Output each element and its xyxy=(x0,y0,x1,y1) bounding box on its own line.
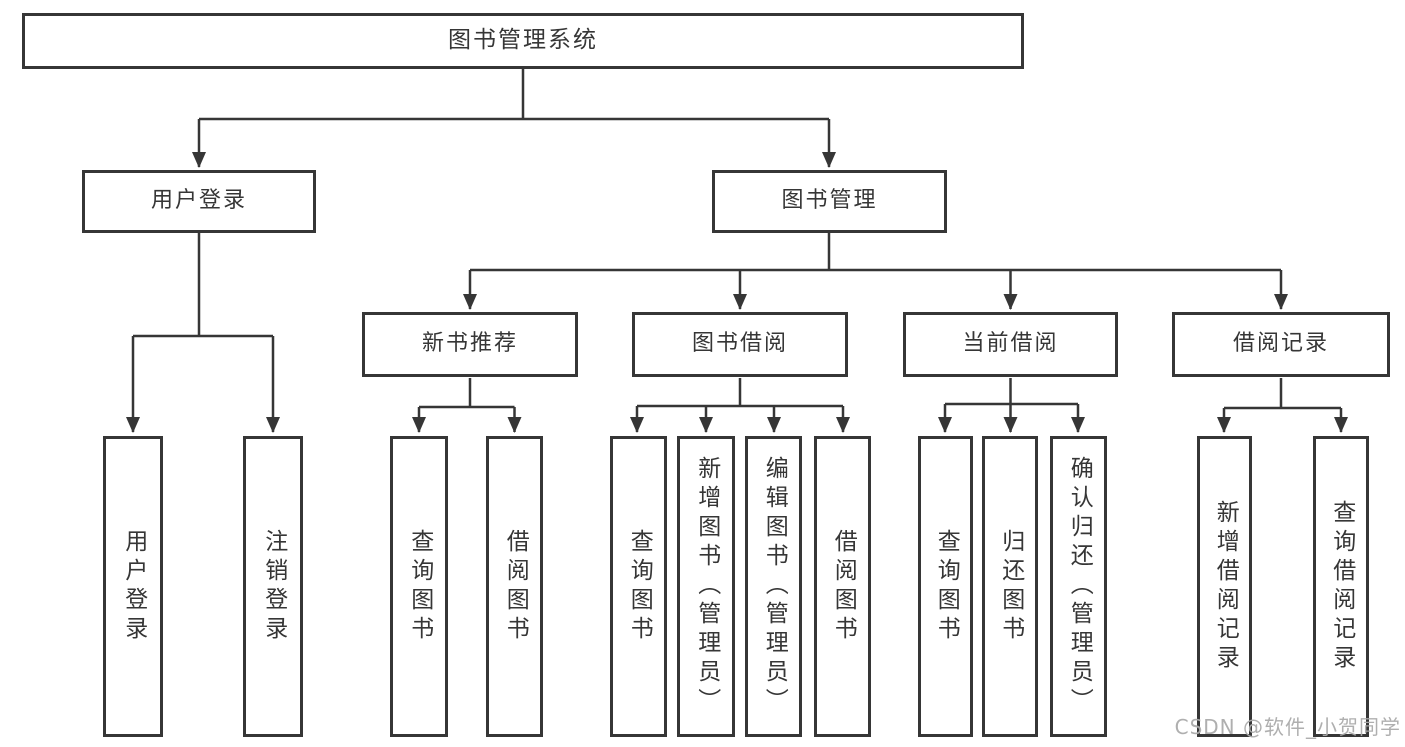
leaf-query-borrow-record: 查询借阅记录 xyxy=(1313,436,1369,737)
leaf-borrow-book: 借阅图书 xyxy=(814,436,871,737)
node-label: 编辑图书（管理员） xyxy=(761,456,788,717)
node-label: 新书推荐 xyxy=(421,331,518,357)
node-book-borrow: 图书借阅 xyxy=(632,312,848,377)
node-label: 新增借阅记录 xyxy=(1212,499,1239,674)
leaf-add-borrow-record: 新增借阅记录 xyxy=(1197,436,1252,737)
node-label: 查询图书 xyxy=(626,528,653,645)
csdn-watermark: CSDN @软件_小贺同学 xyxy=(1174,715,1401,739)
node-label: 查询借阅记录 xyxy=(1328,499,1355,674)
leaf-return-book: 归还图书 xyxy=(982,436,1038,737)
node-label: 图书管理系统 xyxy=(448,27,598,54)
node-label: 确认归还（管理员） xyxy=(1066,456,1093,717)
node-current-borrow: 当前借阅 xyxy=(903,312,1118,377)
node-label: 图书管理 xyxy=(781,188,878,214)
node-root-library-management-system: 图书管理系统 xyxy=(22,13,1024,69)
leaf-logout: 注销登录 xyxy=(243,436,303,737)
node-label: 查询图书 xyxy=(933,528,960,645)
node-new-book-recommend: 新书推荐 xyxy=(362,312,578,377)
node-label: 图书借阅 xyxy=(691,331,788,357)
node-label: 查询图书 xyxy=(406,528,433,645)
leaf-query-book-borrow: 查询图书 xyxy=(610,436,667,737)
node-label: 用户登录 xyxy=(120,528,147,645)
leaf-edit-book-admin: 编辑图书（管理员） xyxy=(745,436,802,737)
node-label: 归还图书 xyxy=(997,528,1024,645)
leaf-query-book-recommend: 查询图书 xyxy=(390,436,448,737)
leaf-query-book-current: 查询图书 xyxy=(918,436,973,737)
leaf-add-book-admin: 新增图书（管理员） xyxy=(677,436,735,737)
node-book-management: 图书管理 xyxy=(712,170,947,233)
node-borrow-records: 借阅记录 xyxy=(1172,312,1390,377)
node-label: 新增图书（管理员） xyxy=(693,456,720,717)
node-label: 借阅记录 xyxy=(1232,331,1329,357)
node-label: 借阅图书 xyxy=(502,528,529,645)
leaf-user-login: 用户登录 xyxy=(103,436,163,737)
node-label: 用户登录 xyxy=(150,188,247,214)
node-user-login: 用户登录 xyxy=(82,170,316,233)
node-label: 当前借阅 xyxy=(962,331,1059,357)
node-label: 借阅图书 xyxy=(830,528,857,645)
leaf-borrow-book-recommend: 借阅图书 xyxy=(486,436,543,737)
node-label: 注销登录 xyxy=(260,528,287,645)
leaf-confirm-return-admin: 确认归还（管理员） xyxy=(1050,436,1107,737)
